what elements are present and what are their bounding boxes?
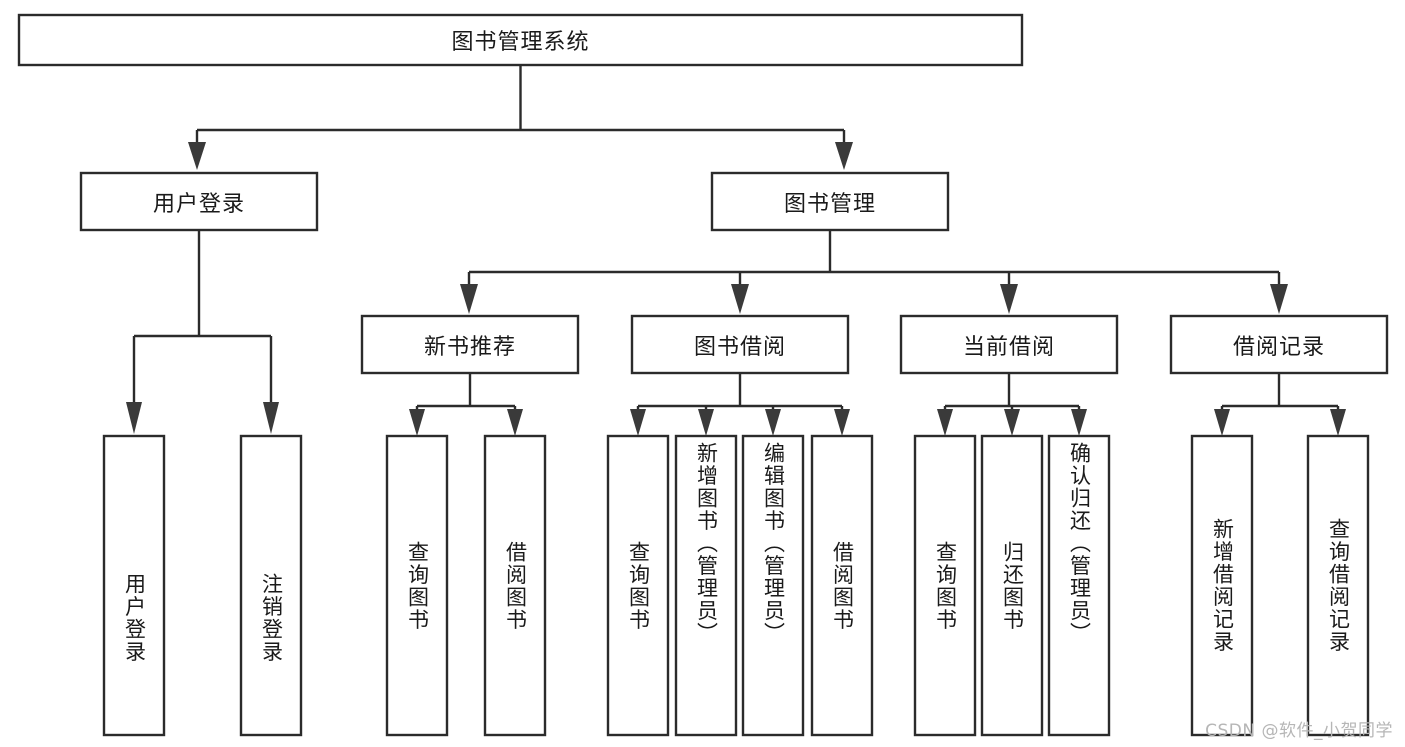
arrow-head-current-3 bbox=[1071, 409, 1087, 436]
node-box-leaf-borrow-book-recommend[interactable] bbox=[483, 434, 547, 737]
node-box-leaf-query-borrow-record[interactable] bbox=[1306, 434, 1370, 737]
node-box-book-manage[interactable] bbox=[710, 171, 950, 232]
arrow-head-bookmanage-3 bbox=[1000, 284, 1018, 314]
node-box-leaf-user-logout[interactable] bbox=[239, 434, 303, 737]
node-box-leaf-edit-book-admin[interactable] bbox=[741, 434, 805, 737]
arrow-head-recommend-2 bbox=[507, 409, 523, 436]
arrow-head-root-2 bbox=[835, 142, 853, 170]
arrow-head-root-1 bbox=[188, 142, 206, 170]
node-box-borrow-record[interactable] bbox=[1169, 314, 1389, 375]
node-box-leaf-query-book-recommend[interactable] bbox=[385, 434, 449, 737]
node-box-leaf-add-borrow-record[interactable] bbox=[1190, 434, 1254, 737]
arrow-head-record-1 bbox=[1214, 409, 1230, 436]
arrow-head-borrow-4 bbox=[834, 409, 850, 436]
arrow-head-current-2 bbox=[1004, 409, 1020, 436]
arrow-head-record-2 bbox=[1330, 409, 1346, 436]
arrow-head-borrow-1 bbox=[630, 409, 646, 436]
arrow-head-recommend-1 bbox=[409, 409, 425, 436]
node-box-new-book-recommend[interactable] bbox=[360, 314, 580, 375]
node-box-leaf-query-book-current[interactable] bbox=[913, 434, 977, 737]
arrow-head-bookmanage-4 bbox=[1270, 284, 1288, 314]
node-box-book-borrow[interactable] bbox=[630, 314, 850, 375]
node-box-leaf-confirm-return-admin[interactable] bbox=[1047, 434, 1111, 737]
node-box-root[interactable] bbox=[17, 13, 1024, 67]
node-box-leaf-add-book-admin[interactable] bbox=[674, 434, 738, 737]
arrow-head-bookmanage-2 bbox=[731, 284, 749, 314]
arrow-head-bookmanage-1 bbox=[460, 284, 478, 314]
arrow-head-userlogin-2 bbox=[263, 402, 279, 434]
node-box-leaf-return-book[interactable] bbox=[980, 434, 1044, 737]
arrow-head-current-1 bbox=[937, 409, 953, 436]
arrow-head-userlogin-1 bbox=[126, 402, 142, 434]
arrow-head-borrow-3 bbox=[765, 409, 781, 436]
node-box-leaf-query-book-borrow[interactable] bbox=[606, 434, 670, 737]
node-box-current-borrow[interactable] bbox=[899, 314, 1119, 375]
node-box-leaf-user-login[interactable] bbox=[102, 434, 166, 737]
arrow-head-borrow-2 bbox=[698, 409, 714, 436]
node-box-leaf-borrow-book[interactable] bbox=[810, 434, 874, 737]
node-box-user-login[interactable] bbox=[79, 171, 319, 232]
